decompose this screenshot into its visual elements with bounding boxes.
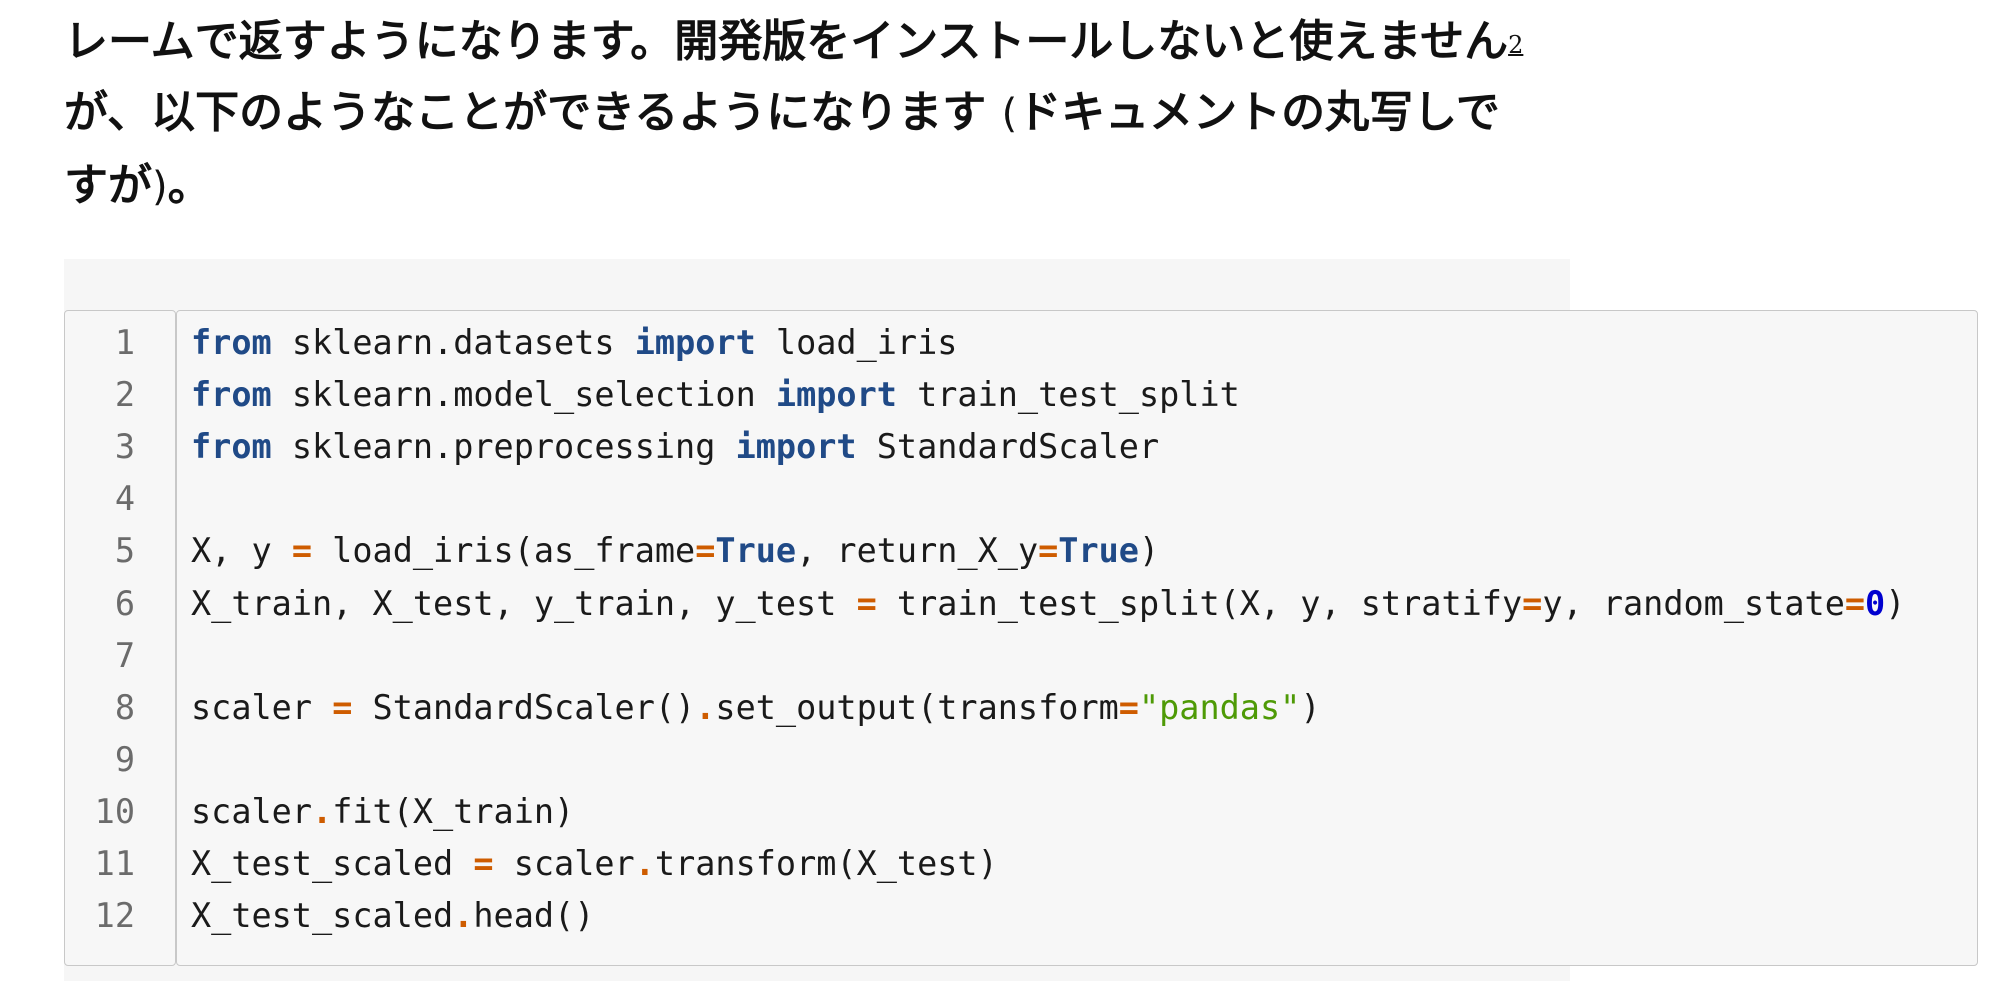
- code-token: scaler: [191, 687, 333, 727]
- code-token: =: [1118, 687, 1139, 727]
- code-token: train_test_split: [896, 375, 1240, 415]
- paren-open: (: [1001, 91, 1018, 137]
- line-number: 4: [114, 479, 135, 519]
- code-token: import: [634, 323, 756, 362]
- code-token: .: [312, 791, 333, 831]
- paragraph-text-3: すが: [64, 160, 152, 211]
- body-paragraph: レームで返すようになります。開発版をインストールしないと使えません2 が、以下の…: [64, 6, 1544, 223]
- code-token: .: [634, 844, 655, 883]
- code-token: StandardScaler(): [352, 687, 696, 727]
- paragraph-line-1: レームで返すようになります。開発版をインストールしないと使えません2: [64, 6, 1544, 77]
- code-token: StandardScaler: [856, 427, 1160, 467]
- line-number: 1: [114, 323, 135, 362]
- code-token: .: [695, 687, 716, 727]
- code-line: X_test_scaled = scaler.transform(X_test): [191, 838, 998, 890]
- line-number: 10: [94, 791, 135, 831]
- code-token: X, y: [191, 531, 292, 571]
- paragraph-text-2: が、以下のようなことができるようになります: [64, 87, 987, 138]
- code-token: load_iris: [755, 323, 958, 362]
- code-line: scaler = StandardScaler().set_output(tra…: [191, 682, 1320, 734]
- code-token: =: [695, 531, 716, 571]
- code-token: train_test_split(X, y, stratify: [876, 583, 1523, 623]
- footnote-reference[interactable]: 2: [1508, 31, 1524, 59]
- code-token: import: [775, 375, 897, 415]
- code-token: =: [856, 583, 877, 623]
- code-token: X_test_scaled: [191, 896, 454, 936]
- code-token: X_test_scaled: [191, 844, 474, 883]
- code-token: True: [1058, 531, 1139, 571]
- code-token: True: [715, 531, 797, 571]
- code-token: ): [1300, 687, 1321, 727]
- code-token: .: [453, 896, 474, 936]
- line-number: 5: [114, 531, 135, 571]
- code-token: =: [473, 844, 494, 883]
- code-token: set_output(transform: [715, 687, 1119, 727]
- code-token: from: [191, 427, 272, 467]
- line-number: 12: [94, 896, 135, 936]
- code-line: scaler.fit(X_train): [191, 786, 574, 838]
- code-token: sklearn.datasets: [271, 323, 635, 362]
- code-token: =: [291, 531, 313, 571]
- code-line: X_train, X_test, y_train, y_test = train…: [191, 578, 1905, 630]
- code-token: fit(X_train): [332, 791, 575, 831]
- paragraph-text-2-tail: ドキュメントの丸写しで: [1017, 87, 1500, 138]
- paragraph-text-3-end: 。: [167, 160, 212, 211]
- code-token: =: [1038, 531, 1059, 571]
- code-token: y, random_state: [1542, 583, 1845, 623]
- code-token: =: [1844, 583, 1866, 623]
- code-token: scaler: [191, 791, 313, 831]
- line-number: 11: [94, 844, 135, 883]
- code-line: from sklearn.model_selection import trai…: [191, 369, 1240, 421]
- paren-close: ): [152, 164, 168, 210]
- line-number: 8: [114, 687, 135, 727]
- code-token: load_iris(as_frame: [312, 531, 696, 571]
- code-token: , return_X_y: [796, 531, 1039, 571]
- code-token: scaler: [493, 844, 635, 883]
- code-line: X, y = load_iris(as_frame=True, return_X…: [191, 525, 1159, 577]
- code-token: transform(X_test): [654, 844, 998, 883]
- code-token: from: [191, 375, 272, 415]
- line-number: 3: [114, 427, 135, 467]
- paragraph-text-1: レームで返すようになります。開発版をインストールしないと使えません: [64, 16, 1509, 67]
- line-number: 7: [114, 635, 135, 675]
- code-line: from sklearn.datasets import load_iris: [191, 317, 957, 369]
- code-token: ): [1885, 583, 1906, 623]
- code-token: "pandas": [1138, 687, 1301, 727]
- code-token: from: [191, 323, 272, 362]
- code-token: sklearn.preprocessing: [271, 427, 736, 467]
- code-token: =: [1522, 583, 1543, 623]
- code-line: from sklearn.preprocessing import Standa…: [191, 421, 1159, 473]
- code-token: sklearn.model_selection: [271, 375, 776, 415]
- code-token: 0: [1865, 583, 1886, 623]
- code-token: head(): [473, 896, 595, 936]
- code-line: X_test_scaled.head(): [191, 890, 594, 942]
- line-number: 9: [114, 739, 135, 779]
- paragraph-line-2: が、以下のようなことができるようになります (ドキュメントの丸写しで: [64, 77, 1544, 150]
- code-token: X_train, X_test, y_train, y_test: [191, 583, 857, 623]
- line-number: 2: [114, 375, 135, 415]
- code-token: ): [1138, 531, 1160, 571]
- line-number: 6: [114, 583, 135, 623]
- paragraph-line-3: すが)。: [64, 150, 1544, 223]
- code-token: import: [735, 427, 857, 467]
- code-token: =: [332, 687, 353, 727]
